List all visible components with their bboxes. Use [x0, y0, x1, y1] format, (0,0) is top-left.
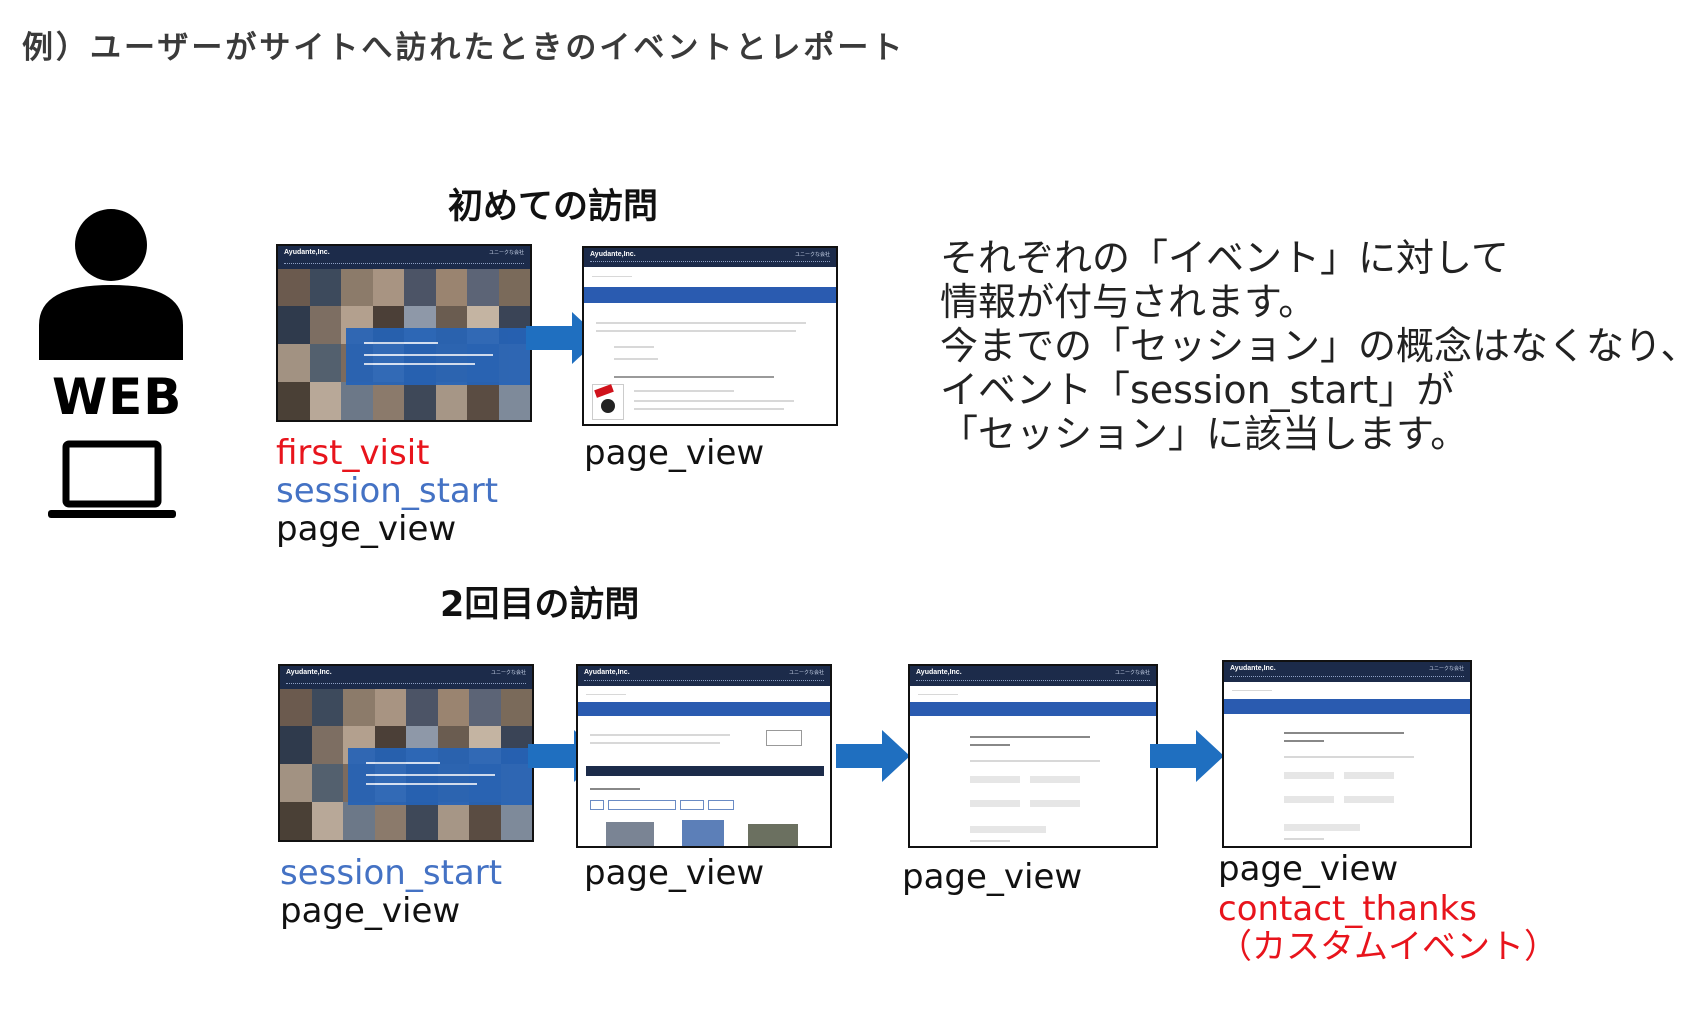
description-line: イベント「session_start」が: [940, 368, 1455, 412]
website-thumbnail-column: Ayudante,Inc.ユニークな会社: [582, 246, 838, 426]
event-label: session_start: [280, 853, 503, 893]
website-thumbnail-top: Ayudante,Inc.ユニークな会社: [278, 664, 534, 842]
description-line: それぞれの「イベント」に対して: [940, 236, 1509, 280]
description-line: 「セッション」に該当します。: [940, 412, 1469, 456]
website-thumbnail-contact: Ayudante,Inc.ユニークな会社: [908, 664, 1158, 848]
event-label: page_view: [902, 857, 1083, 897]
custom-event-note: （カスタムイベント）: [1218, 927, 1558, 967]
website-thumbnail-contact-thanks: Ayudante,Inc.ユニークな会社: [1222, 660, 1472, 848]
page-title: 例）ユーザーがサイトへ訪れたときのイベントとレポート: [22, 30, 906, 66]
arrow-icon: [836, 730, 910, 782]
web-label: WEB: [52, 368, 183, 426]
description-line: 情報が付与されます。: [940, 280, 1317, 324]
arrow-icon: [526, 312, 600, 364]
website-thumbnail-top: Ayudante,Inc.ユニークな会社: [276, 244, 532, 422]
arrow-icon: [1150, 730, 1224, 782]
event-label: page_view: [276, 509, 457, 549]
event-label: session_start: [276, 471, 499, 511]
laptop-icon: [48, 440, 176, 518]
event-label: page_view: [584, 853, 765, 893]
event-list: first_visit session_start page_view: [276, 434, 498, 548]
event-list: page_view contact_thanks （カスタムイベント）: [1218, 850, 1558, 966]
event-label: contact_thanks: [1218, 889, 1477, 929]
event-label: page_view: [280, 891, 461, 931]
event-label: page_view: [584, 433, 765, 473]
description-text: それぞれの「イベント」に対して 情報が付与されます。 今までの「セッション」の概…: [940, 236, 1691, 456]
user-icon: [39, 209, 183, 360]
second-visit-title: 2回目の訪問: [440, 585, 640, 625]
description-line: 今までの「セッション」の概念はなくなり、: [940, 324, 1691, 368]
event-list: session_start page_view: [280, 854, 502, 930]
event-label: first_visit: [276, 433, 430, 473]
website-thumbnail-works: Ayudante,Inc.ユニークな会社: [576, 664, 832, 848]
first-visit-title: 初めての訪問: [448, 187, 659, 227]
event-label: page_view: [1218, 849, 1399, 889]
